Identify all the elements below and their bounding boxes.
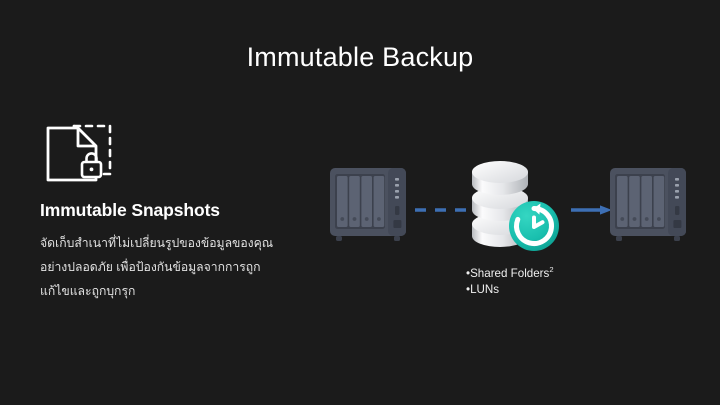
page-title: Immutable Backup: [246, 42, 474, 72]
description-line-2: อย่างปลอดภัย เพื่อป้องกันข้อมูลจากการถูก: [40, 259, 261, 274]
dashed-line-connector: [414, 202, 472, 212]
source-nas-device-icon: [326, 164, 414, 253]
database-stack-icon: [464, 148, 568, 265]
feature-block: Immutable Snapshots จัดเก็บสำเนาที่ไม่เป…: [40, 122, 310, 303]
target-nas-device-icon: [606, 164, 694, 253]
bullet-marker: •: [466, 266, 471, 280]
arrow-right-connector: [570, 202, 614, 215]
description-line-1: จัดเก็บสำเนาที่ไม่เปลี่ยนรูปของข้อมูลของ…: [40, 236, 274, 250]
protected-targets-list: •Shared Folders2 •LUNs: [466, 265, 554, 299]
list-item: •LUNs: [466, 282, 554, 298]
backup-flow-diagram: •Shared Folders2 •LUNs: [318, 140, 706, 320]
bullet-marker: •: [466, 283, 471, 297]
document-lock-icon: [40, 122, 310, 186]
list-item-label: LUNs: [470, 283, 500, 297]
list-item-label: Shared Folders: [470, 266, 550, 280]
footnote-marker: 2: [549, 265, 554, 274]
feature-heading: Immutable Snapshots: [40, 200, 220, 220]
description-line-3: แก้ไขและถูกบุกรุก: [40, 283, 136, 298]
feature-description: จัดเก็บสำเนาที่ไม่เปลี่ยนรูปของข้อมูลของ…: [40, 232, 292, 303]
list-item: •Shared Folders2: [466, 265, 554, 282]
